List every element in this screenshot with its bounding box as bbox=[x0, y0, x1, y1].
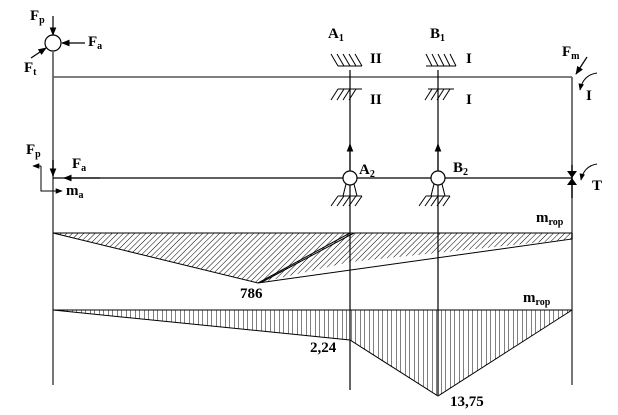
label-fp-shaft: Fp bbox=[26, 142, 41, 160]
plane-label-b1-upper: I bbox=[466, 51, 472, 67]
label-fa-top: Fa bbox=[88, 34, 102, 52]
label-fa-shaft: Fa bbox=[72, 156, 86, 174]
support-a1-upper bbox=[330, 53, 363, 67]
bending-moment-diagram bbox=[52, 232, 573, 284]
label-a1: A1 bbox=[328, 26, 344, 44]
ft-arrow-top bbox=[30, 47, 47, 59]
plane-label-a1-lower: II bbox=[370, 92, 382, 108]
plane-label-a1-upper: II bbox=[370, 51, 382, 67]
torque-marker bbox=[567, 165, 577, 198]
label-a2: A2 bbox=[359, 162, 375, 180]
plane-label-b1-lower: I bbox=[466, 92, 472, 108]
torque-value-a: 2,24 bbox=[310, 340, 337, 356]
label-ft-top: Ft bbox=[24, 60, 37, 78]
support-b1-upper bbox=[425, 53, 457, 67]
label-torque: T bbox=[592, 178, 602, 194]
torque-value-b: 13,75 bbox=[450, 394, 484, 410]
label-moment-i: I bbox=[586, 88, 592, 104]
pulley-circle bbox=[44, 34, 62, 52]
torque-area bbox=[53, 310, 572, 396]
moment-i-arrow bbox=[578, 72, 598, 91]
support-b1-lower bbox=[424, 88, 454, 101]
support-a1-lower bbox=[330, 88, 362, 101]
fm-arrow bbox=[575, 56, 588, 75]
bending-peak-value: 786 bbox=[240, 286, 263, 302]
torque-arrow bbox=[579, 163, 598, 181]
torque-diagram bbox=[52, 309, 573, 397]
label-b1: B1 bbox=[430, 26, 445, 44]
label-fm: Fm bbox=[562, 44, 580, 62]
label-mrop-lower: mrop bbox=[523, 290, 551, 308]
ma-moment-arrow bbox=[40, 166, 63, 194]
support-b2 bbox=[418, 170, 451, 207]
support-a2 bbox=[330, 170, 363, 207]
bending-moment-area bbox=[53, 233, 572, 283]
label-ma-shaft: ma bbox=[66, 183, 84, 201]
label-fp-top: Fp bbox=[30, 8, 45, 26]
label-b2: B2 bbox=[453, 160, 468, 178]
label-mrop-upper: mrop bbox=[536, 210, 564, 228]
